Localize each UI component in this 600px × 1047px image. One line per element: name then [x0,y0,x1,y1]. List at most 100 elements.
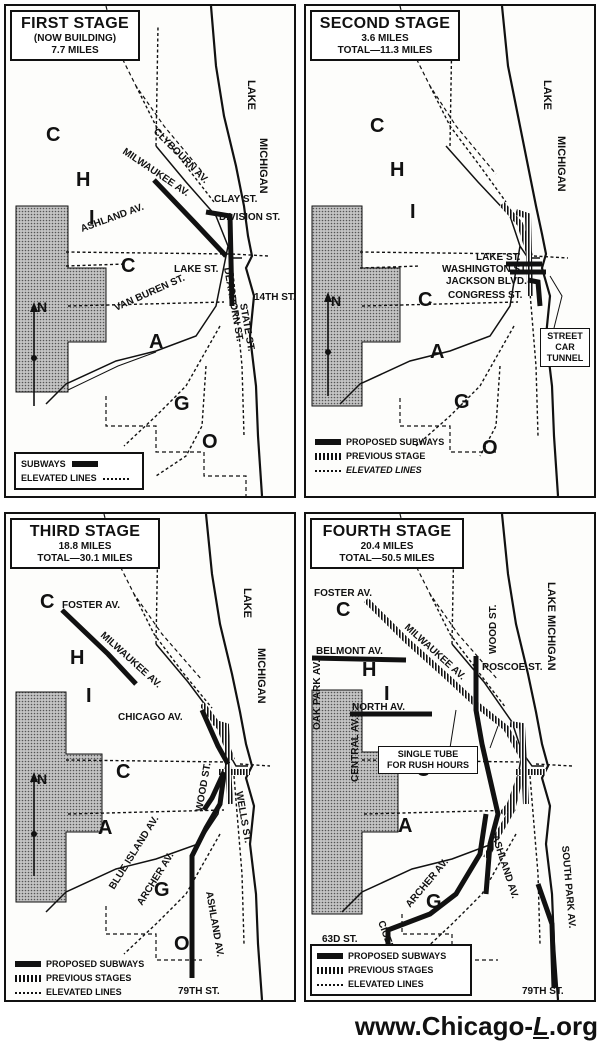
single-tube-pointer [449,709,499,749]
stage-title-box: FOURTH STAGE 20.4 MILES TOTAL—50.5 MILES [310,518,464,569]
stage-subtitle-line: TOTAL—50.5 MILES [339,553,435,564]
previous-stage-route [499,201,533,297]
subway-route [152,178,235,307]
lake-label: LAKE [245,80,257,110]
stage-subtitle-line: 18.8 MILES [58,541,112,552]
legend-item-subways: SUBWAYS [21,457,137,471]
stage-title: SECOND STAGE [319,15,451,32]
river-bank [67,351,157,391]
oak-park-label: OAK PARK AV. [312,660,323,730]
svg-text:H: H [70,647,84,669]
legend-item-previous-stage: PREVIOUS STAGE [315,449,473,463]
svg-text:H: H [76,169,90,191]
legend-item-previous-stages: PREVIOUS STAGES [15,971,173,985]
stage-subtitle-line: 20.4 MILES [360,541,414,552]
stage-title-box: THIRD STAGE 18.8 MILES TOTAL—30.1 MILES [10,518,160,569]
stage-title: FIRST STAGE [21,15,129,32]
svg-text:O: O [174,933,190,955]
svg-text:A: A [430,341,444,363]
svg-text:I: I [86,685,92,707]
svg-text:G: G [426,891,442,913]
subway-swatch [15,961,41,967]
stage-title: THIRD STAGE [29,523,141,540]
site-logo-letter: L [533,1011,549,1041]
legend-item-elevated: ELEVATED LINES [315,463,473,477]
svg-text:A: A [398,815,412,837]
city-limits [399,6,497,453]
map-first-stage: N C H I C A G O LAKE MICHIGAN CLYBOURN A… [15,6,294,496]
south-park-label: SOUTH PARK AV. [559,845,577,929]
street-car-tunnel-pointer [549,275,563,329]
legend-item-elevated: ELEVATED LINES [21,471,137,485]
belmont-label: BELMONT AV. [316,646,383,657]
lake-label: LAKE [241,588,253,618]
legend-item-elevated: ELEVATED LINES [317,977,465,991]
site-url-prefix: www.Chicago- [354,1011,533,1041]
svg-text:C: C [370,115,384,137]
milwaukee-label: MILWAUKEE AV. [402,622,467,682]
lake-label: LAKE [541,80,553,110]
compass-rose: N [30,771,47,876]
suburb-area [15,691,103,903]
lake-shoreline [209,6,264,496]
city-name-letters: C H I C A G O [46,124,218,453]
stage-subtitle-line: TOTAL—30.1 MILES [37,553,133,564]
seventy-ninth-label: 79TH ST. [178,986,220,997]
van-buren-label: VAN BUREN ST. [113,273,187,314]
lake-michigan-label: LAKE MICHIGAN [545,582,557,671]
map-legend: PROPOSED SUBWAYS PREVIOUS STAGES ELEVATE… [10,954,178,1000]
elevated-swatch [317,984,343,986]
river [45,145,242,405]
lake-st-label: LAKE ST. [476,252,521,263]
map-second-stage: N C H I C A G O LAKE MICHIGAN LAKE ST. W… [311,6,569,496]
north-label: NORTH AV. [352,702,405,713]
panel-first-stage: N C H I C A G O LAKE MICHIGAN CLYBOURN A… [4,4,296,498]
stage-title-box: SECOND STAGE 3.6 MILES TOTAL—11.3 MILES [310,10,460,61]
legend-item-elevated: ELEVATED LINES [15,985,173,999]
svg-text:G: G [174,393,190,415]
stage-title-box: FIRST STAGE (NOW BUILDING) 7.7 MILES [10,10,140,61]
sixty-third-label: 63D ST. [322,934,358,945]
chicago-av-label: CHICAGO AV. [118,712,183,723]
svg-text:C: C [40,591,54,613]
svg-text:A: A [149,331,163,353]
congress-label: CONGRESS ST. [448,290,523,301]
lake-shoreline [500,514,560,1000]
legend-item-proposed-subways: PROPOSED SUBWAYS [315,435,473,449]
compass-letter: N [37,299,47,315]
legend-item-proposed-subways: PROPOSED SUBWAYS [15,957,173,971]
wood-label: WOOD ST. [488,604,499,654]
lake-shoreline [204,514,264,1000]
previous-stage-swatch [15,974,41,982]
site-url-watermark: www.Chicago-L.org [300,1010,598,1042]
panel-fourth-stage: C H I C A G O LAKE MICHIGAN FOSTER AV. M… [304,512,596,1002]
svg-text:C: C [46,124,60,146]
subway-swatch [71,461,98,467]
elevated-lines [65,25,269,477]
michigan-label: MICHIGAN [257,138,269,194]
stage-subtitle-line: (NOW BUILDING) [33,33,117,44]
elevated-swatch [102,478,129,480]
compass-rose: N [324,292,341,396]
foster-label: FOSTER AV. [314,588,372,599]
michigan-label: MICHIGAN [255,648,267,704]
ashland-label: ASHLAND AV. [489,834,520,901]
central-label: CENTRAL AV. [350,717,361,782]
svg-text:C: C [418,289,432,311]
svg-text:I: I [89,207,95,229]
michigan-label: MICHIGAN [555,136,567,192]
elevated-swatch [15,992,41,994]
panel-second-stage: N C H I C A G O LAKE MICHIGAN LAKE ST. W… [304,4,596,498]
street-car-tunnel-callout: STREET CAR TUNNEL [540,328,590,367]
subway-swatch [315,439,341,445]
ashland-label: ASHLAND AV. [203,891,225,958]
jackson-label: JACKSON BLVD. [446,276,527,287]
svg-text:O: O [482,437,498,459]
fourteenth-label: 14TH ST. [254,292,294,303]
lake-shoreline [500,6,560,496]
clay-label: CLAY ST. [214,194,258,205]
map-legend: SUBWAYS ELEVATED LINES [14,452,144,490]
svg-text:O: O [202,431,218,453]
suburb-area [15,205,107,393]
previous-stage-route [199,702,250,805]
